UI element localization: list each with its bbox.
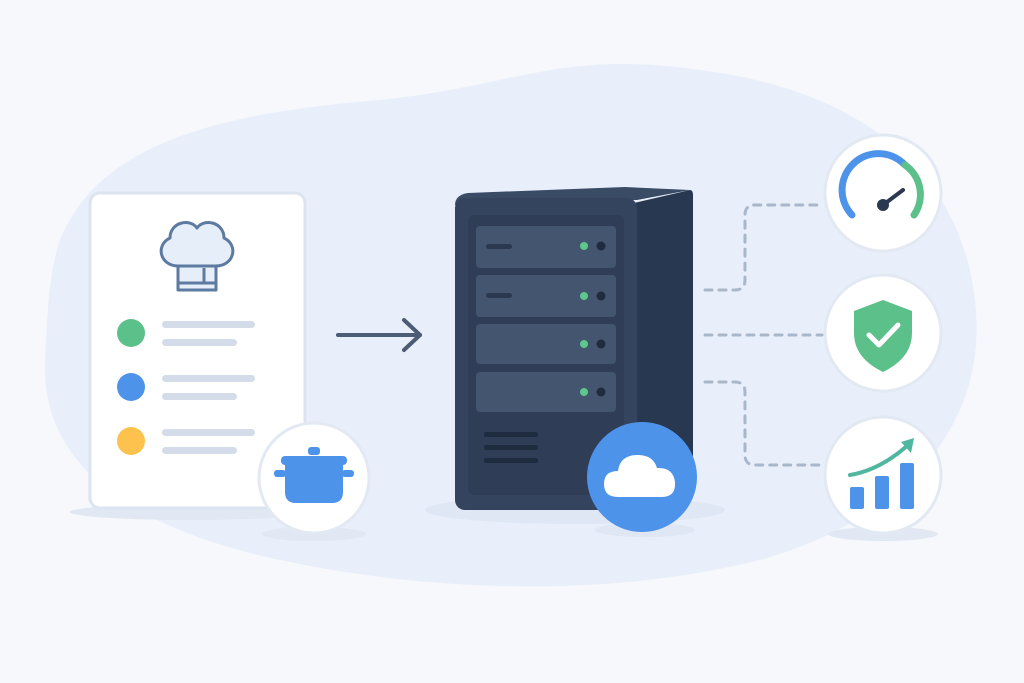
dashed-connectors	[703, 203, 824, 467]
server-slots	[476, 226, 616, 412]
recipe-card	[70, 191, 310, 520]
arrow-icon	[336, 318, 422, 352]
ingredient-bullet-green	[117, 319, 145, 347]
server-vent	[484, 432, 538, 463]
cooking-pot-icon	[274, 447, 354, 503]
ingredient-bullet-blue	[117, 373, 145, 401]
speedometer-icon	[838, 150, 924, 219]
shield-check-icon	[854, 300, 912, 372]
security-badge	[823, 273, 943, 393]
growth-badge	[823, 415, 943, 541]
speed-badge	[823, 133, 943, 253]
chef-hat-icon	[159, 221, 235, 292]
cloud-icon	[604, 455, 676, 497]
cloud-badge	[587, 422, 697, 537]
growth-chart-icon	[848, 438, 914, 509]
cooking-pot-badge	[257, 421, 371, 541]
ingredient-bullet-yellow	[117, 427, 145, 455]
